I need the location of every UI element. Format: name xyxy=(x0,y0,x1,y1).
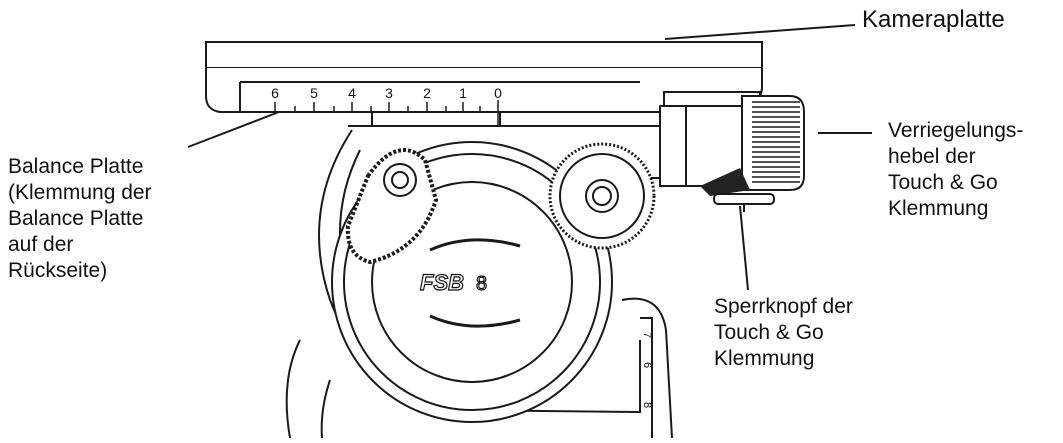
side-scale-marks: 7 6 8 xyxy=(641,332,653,408)
tilt-knob xyxy=(548,142,656,250)
camera-plate xyxy=(205,41,763,113)
badge-model: FSB xyxy=(420,270,464,295)
product-badge: FSB 8 xyxy=(419,269,487,295)
callout-balance-plate-line-2: (Klemmung der xyxy=(8,181,152,204)
callout-camera-plate-line-1: Kameraplatte xyxy=(862,6,1005,33)
callout-balance-plate-line-3: Balance Platte xyxy=(8,207,144,230)
callout-lock-knob-line-2: Touch & Go xyxy=(714,321,824,344)
callout-locking-lever: Verriegelungs- hebel der Touch & Go Klem… xyxy=(888,118,1023,222)
callout-locking-lever-line-1: Verriegelungs- xyxy=(888,119,1024,142)
scale-label-2: 2 xyxy=(423,85,431,101)
badge-number: 8 xyxy=(476,273,487,295)
callout-camera-plate: Kameraplatte xyxy=(862,6,1005,34)
side-mark-0: 7 xyxy=(641,332,653,338)
balance-plate-lever xyxy=(345,148,439,265)
scale-labels: 6 5 4 3 2 1 0 xyxy=(271,85,502,101)
callout-lock-knob-line-1: Sperrknopf der xyxy=(714,295,853,318)
callout-locking-lever-line-4: Klemmung xyxy=(888,197,989,220)
callout-balance-plate-line-1: Balance Platte xyxy=(8,155,144,178)
callout-lock-knob-line-3: Klemmung xyxy=(714,347,815,370)
scale-label-3: 3 xyxy=(385,85,393,101)
scale-label-0: 0 xyxy=(494,85,502,101)
leader-lock-knob xyxy=(739,205,749,291)
locking-lever xyxy=(741,95,805,191)
scale-label-4: 4 xyxy=(348,85,356,101)
leader-camera-plate xyxy=(664,24,856,40)
side-mark-2: 8 xyxy=(641,402,653,408)
callout-locking-lever-line-3: Touch & Go xyxy=(888,171,998,194)
callout-balance-plate-line-5: Rückseite) xyxy=(8,259,108,282)
callout-balance-plate: Balance Platte (Klemmung der Balance Pla… xyxy=(8,154,152,284)
callout-lock-knob: Sperrknopf der Touch & Go Klemmung xyxy=(714,294,853,372)
scale-label-5: 5 xyxy=(310,85,318,101)
callout-locking-lever-line-2: hebel der xyxy=(888,145,976,168)
side-scale-panel xyxy=(621,297,673,439)
callout-balance-plate-line-4: auf der xyxy=(8,233,74,256)
scale-label-1: 1 xyxy=(459,85,467,101)
scale-label-6: 6 xyxy=(271,85,279,101)
side-mark-1: 6 xyxy=(641,362,653,368)
lock-knob xyxy=(700,168,775,212)
